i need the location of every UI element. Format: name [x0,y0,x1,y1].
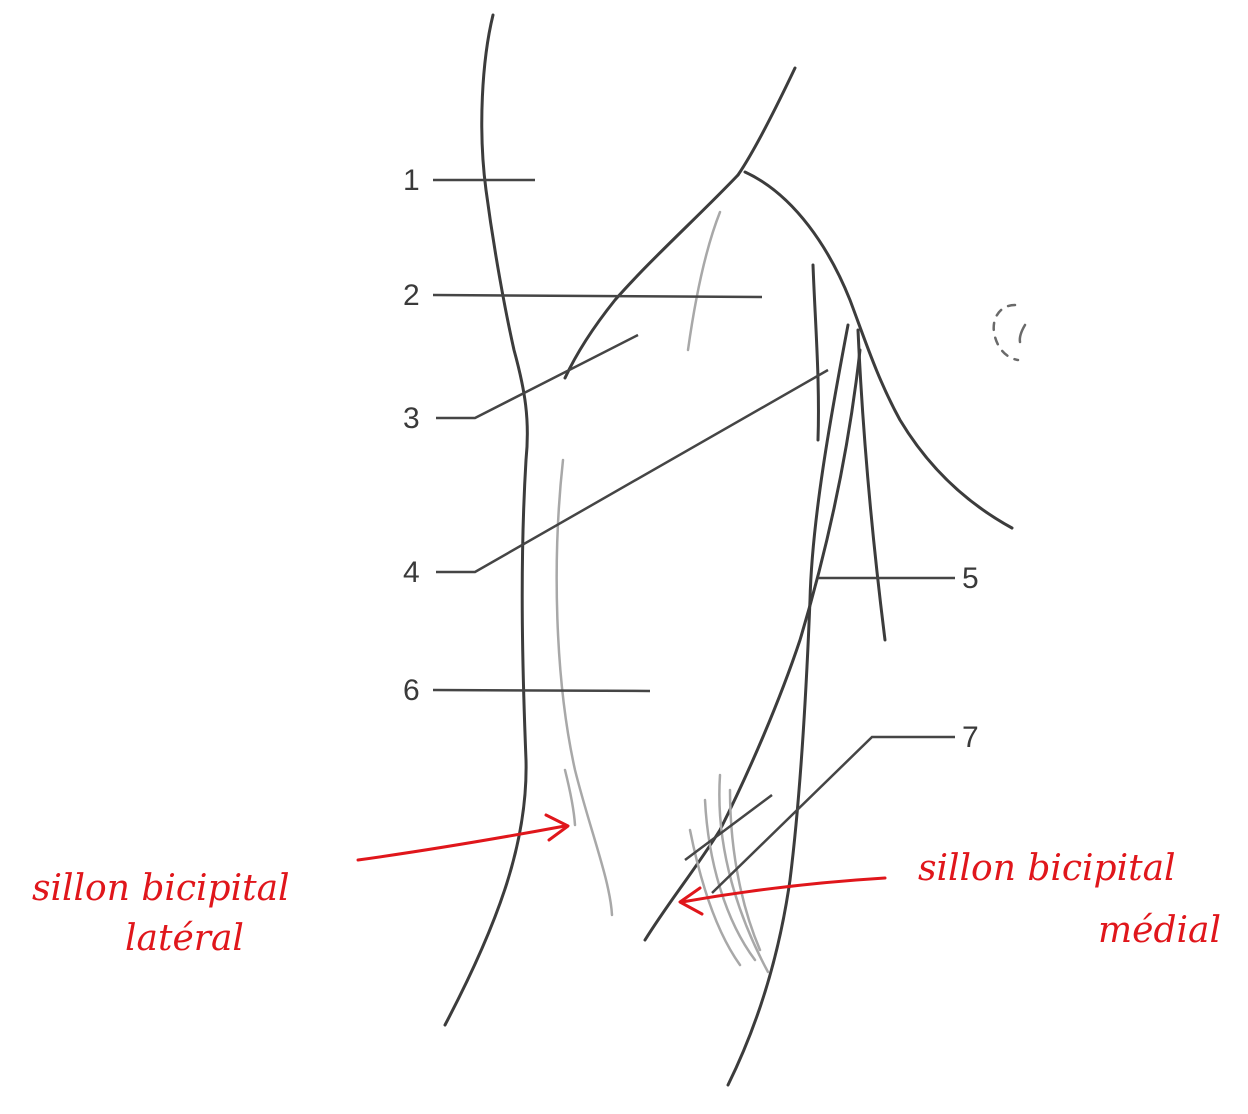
label-4: 4 [403,556,420,589]
medial-annotation-line2: médial [1098,910,1221,951]
medial-groove-faint-4 [728,788,762,952]
deltoid-groove-faint [686,210,722,352]
lateral-arm-contour [443,13,529,1027]
leader-2 [432,293,763,299]
medial-groove-faint-3 [718,773,770,974]
lateral-annotation-line2: latéral [125,918,244,959]
label-2: 2 [403,279,420,312]
leader-7-branch [684,793,773,862]
leader-4 [436,368,829,574]
deltoid-anterior-border [563,173,740,380]
lateral-annotation-line1: sillon bicipital [32,868,290,909]
medial-arrow [680,876,887,904]
leader-6 [432,688,651,693]
label-1: 1 [403,164,420,197]
pectoral-fold-line [856,328,887,642]
medial-arrowhead [678,886,704,916]
dashed-circle-mark [992,303,1027,362]
faint-lines [555,210,770,974]
leader-3 [436,333,639,420]
medial-annotation-line1: sillon bicipital [918,848,1176,889]
shoulder-cap-curve [743,170,1014,530]
label-7: 7 [962,721,979,754]
lateral-arrow [356,824,567,862]
lateral-arrowhead [544,813,570,842]
number-labels: 1 2 3 4 5 6 7 [403,164,979,754]
label-6: 6 [403,674,420,707]
red-annotations: sillon bicipital latéral sillon bicipita… [32,813,1221,959]
shoulder-acromion-line [736,66,797,177]
medial-groove-faint-1 [688,828,742,967]
lateral-groove-faint [563,768,577,827]
medial-groove-faint-2 [703,798,757,962]
label-5: 5 [962,562,979,595]
leader-7 [711,735,955,894]
axillary-fold-line [811,263,820,442]
leader-lines [432,178,955,894]
label-3: 3 [403,402,420,435]
biceps-medial-border [643,348,862,942]
biceps-lateral-border-faint [555,458,614,917]
medial-arm-contour [726,323,850,1087]
arm-outline [443,13,1014,1087]
